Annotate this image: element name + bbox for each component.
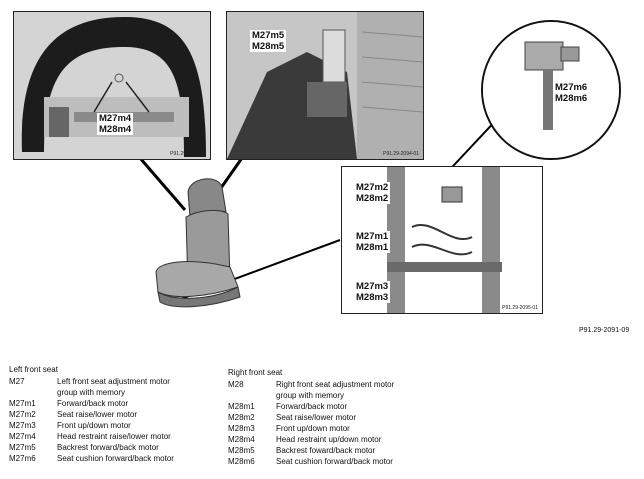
photo-ref: P91.29-2094-01 [383,151,419,157]
legend-row: M27m5 Backrest forward/back motor [9,442,187,453]
legend-code: M27m2 [9,410,36,419]
photo-head-restraint: P91.29-2093-01 [13,11,211,160]
legend-row: M28m6 Seat cushion forward/back motor [228,456,406,467]
legend-code: M28 [228,380,244,389]
legend-code: M28m5 [228,446,255,455]
photo-ref: P91.29-2095-01 [502,305,538,311]
legend-row: M27m6 Seat cushion forward/back motor [9,453,187,464]
legend-description: Front up/down motor [57,421,131,430]
legend-row: M28m1 Forward/back motor [228,401,406,412]
legend-row: M28m4 Head restraint up/down motor [228,434,406,445]
right-legend: Right front seat M28 Right front seat adj… [228,367,406,467]
legend-row: M27m1 Forward/back motor [9,398,187,409]
left-legend: Left front seat M27 Left front seat adjus… [9,364,187,464]
legend-description: Forward/back motor [276,402,348,411]
legend-code: M28m1 [228,402,255,411]
figure-ref: P91.29-2091-09 [579,327,630,334]
legend-description: Left front seat adjustment motor group w… [57,377,170,397]
legend-code: M28m2 [228,413,255,422]
legend-row: M27m3 Front up/down motor [9,420,187,431]
photo-backrest-motor: P91.29-2094-01 [226,11,424,160]
legend-description: Seat raise/lower motor [57,410,138,419]
legend-row: M27 Left front seat adjustment motor grou… [9,376,187,398]
legend-description: Forward/back motor [57,399,129,408]
legend-row: M27m2 Seat raise/lower motor [9,409,187,420]
legend-description: Backrest forward/back motor [57,443,159,452]
legend-code: M28m6 [228,457,255,466]
legend-code: M27m1 [9,399,36,408]
legend-code: M28m3 [228,424,255,433]
legend-row: M28m3 Front up/down motor [228,423,406,434]
legend-row: M28 Right front seat adjustment motor gro… [228,379,406,401]
legend-code: M27m4 [9,432,36,441]
legend-description: Seat cushion forward/back motor [276,457,393,466]
legend-description: Front up/down motor [276,424,350,433]
legend-code: M28m4 [228,435,255,444]
legend-description: Backrest foward/back motor [276,446,376,455]
legend-description: Seat cushion forward/back motor [57,454,174,463]
legend-description: Seat raise/lower motor [276,413,357,422]
legend-code: M27m3 [9,421,36,430]
legend-code: M27m6 [9,454,36,463]
photo-cushion-motor [481,20,621,160]
legend-row: M28m5 Backrest foward/back motor [228,445,406,456]
legend-row: M27m4 Head restraint raise/lower motor [9,431,187,442]
legend-title: Left front seat [9,365,58,374]
legend-code: M27m5 [9,443,36,452]
legend-title: Right front seat [228,368,283,377]
seat-illustration [155,178,241,308]
legend-description: Right front seat adjustment motor group … [276,380,395,400]
photo-ref: P91.29-2093-01 [170,151,206,157]
legend-code: M27 [9,377,25,386]
legend-description: Head restraint up/down motor [276,435,382,444]
legend-row: M28m2 Seat raise/lower motor [228,412,406,423]
legend-description: Head restraint raise/lower motor [57,432,171,441]
